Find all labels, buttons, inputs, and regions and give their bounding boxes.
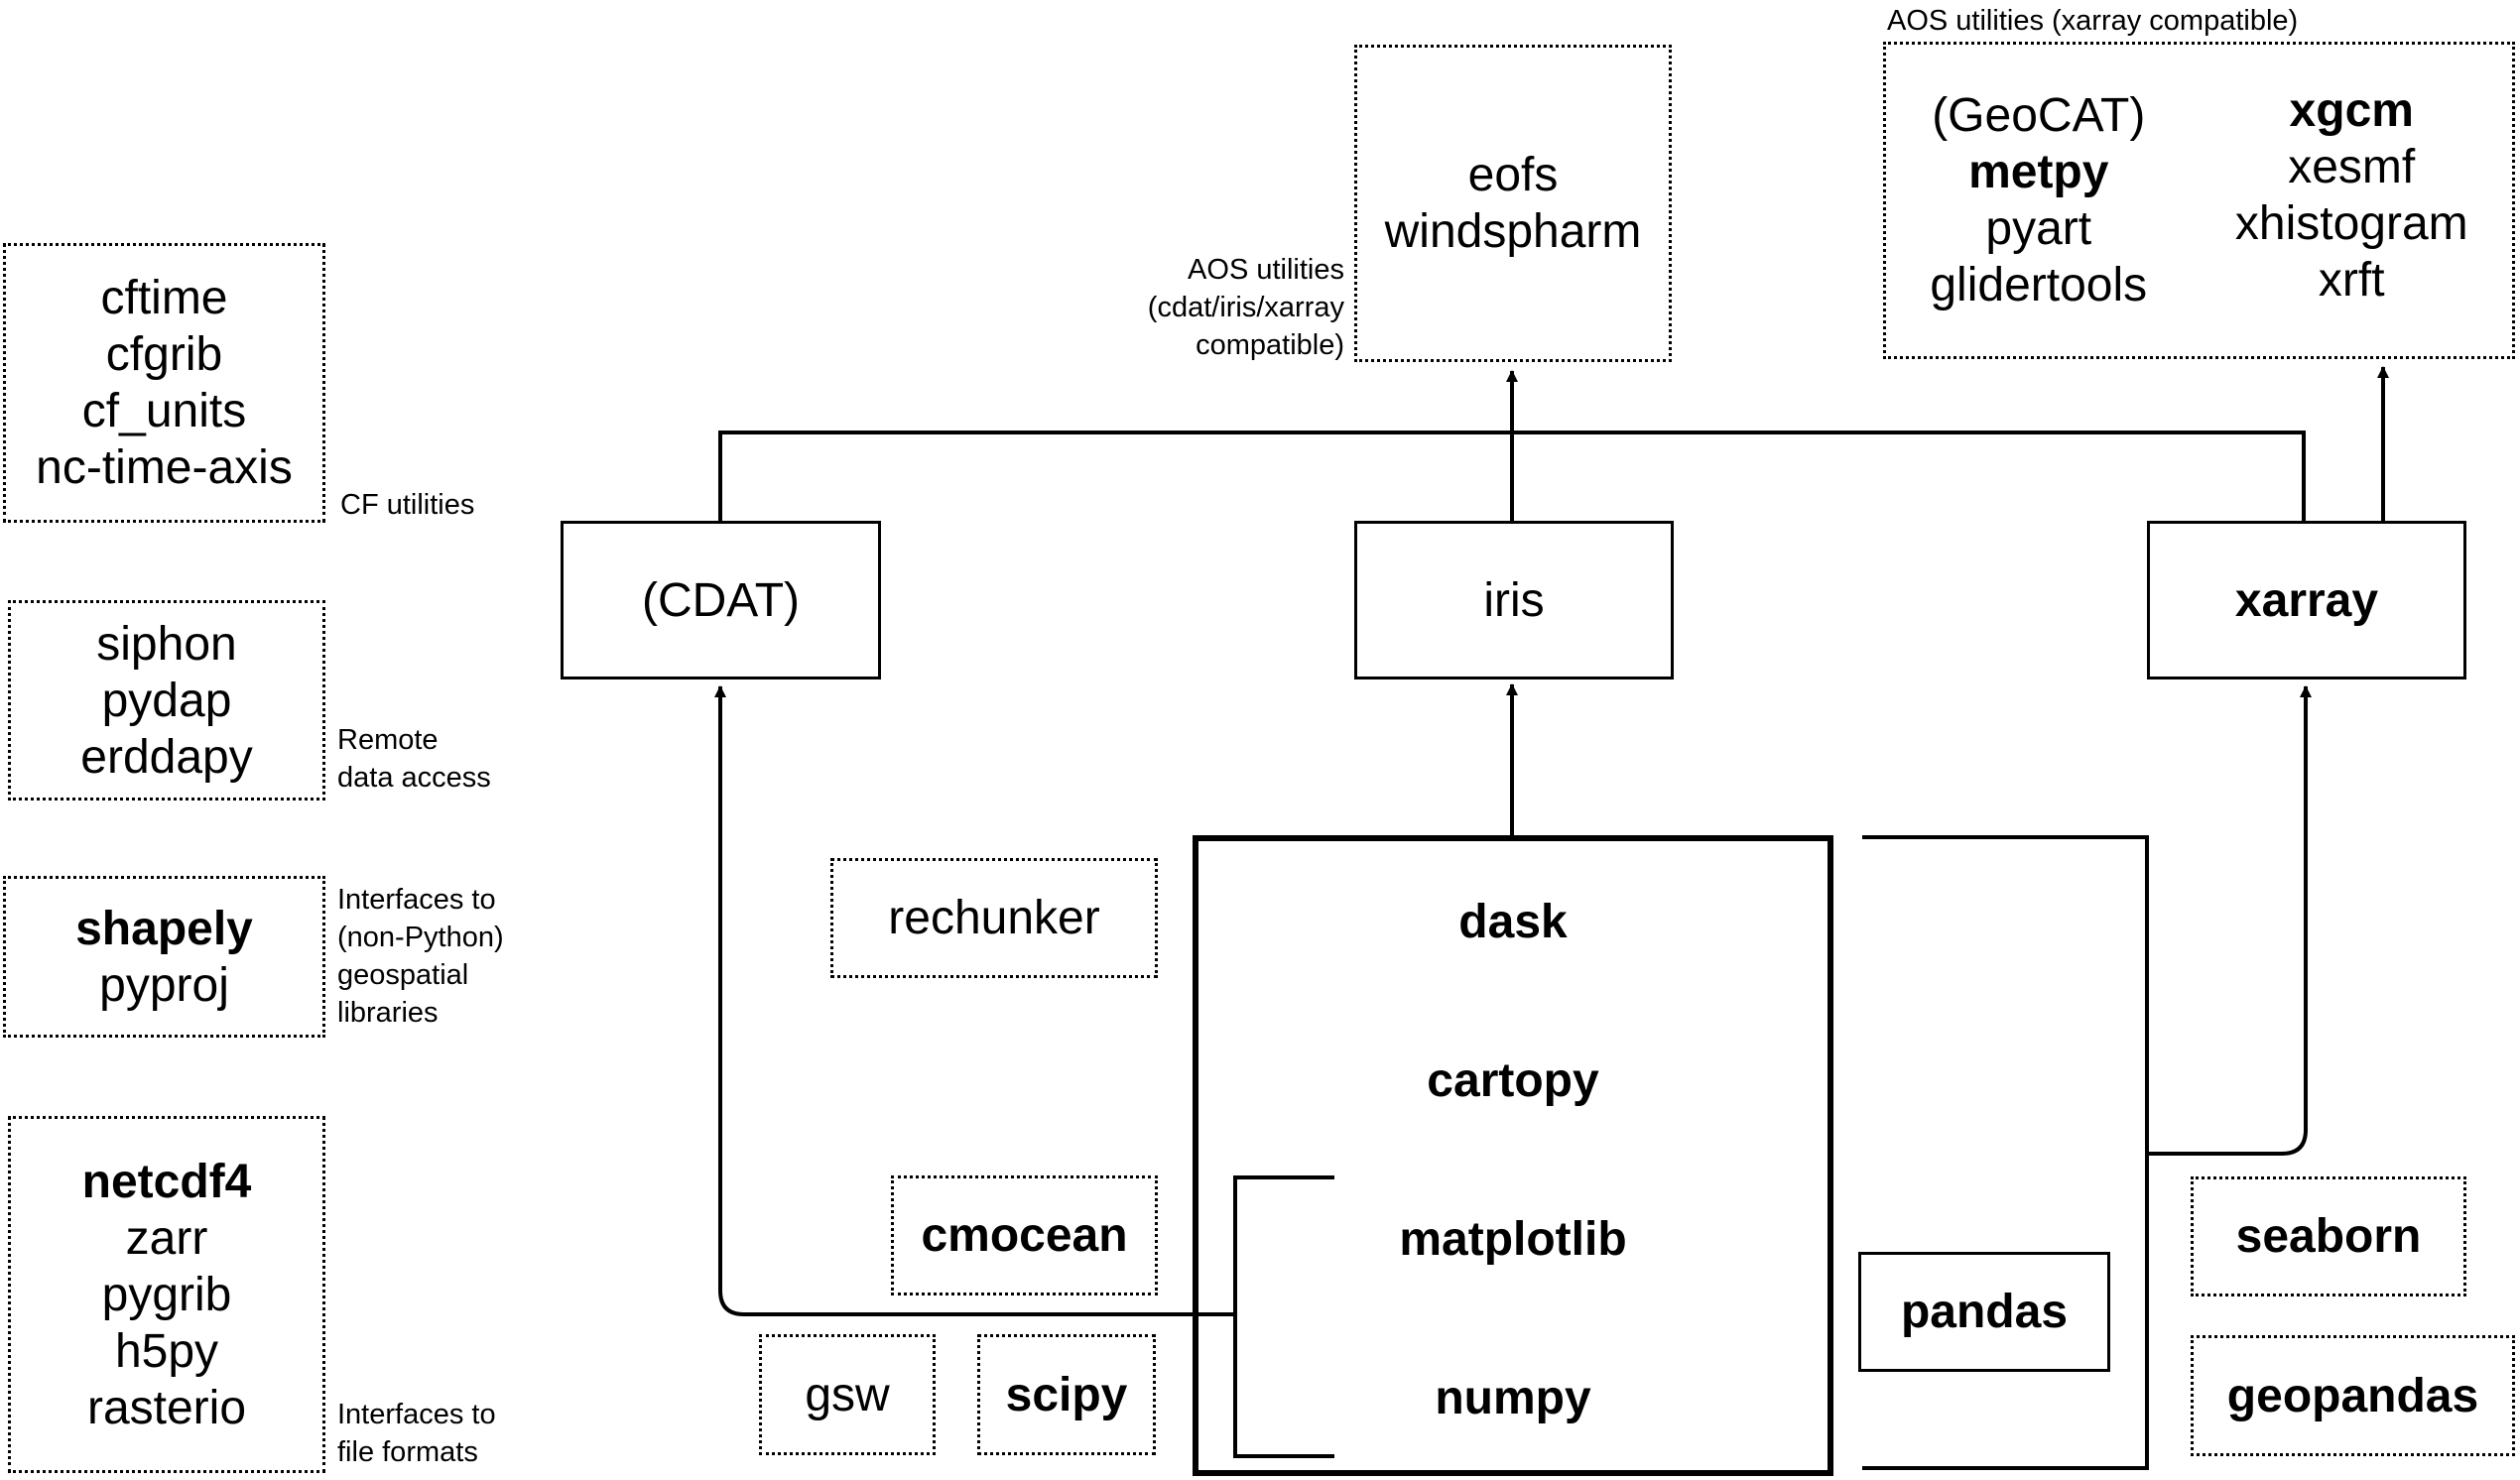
remote-data-box: siphon pydap erddapy xyxy=(8,600,325,801)
file-formats-caption: Interfaces to file formats xyxy=(337,1396,496,1471)
aos-xarray-col-1: (GeoCAT) metpy pyart glidertools xyxy=(1930,87,2147,313)
zarr-label: zarr xyxy=(125,1211,208,1265)
pydap-label: pydap xyxy=(101,674,232,727)
numpy-label: numpy xyxy=(1435,1372,1591,1424)
geo-caption-line-4: libraries xyxy=(337,997,439,1029)
aos-iris-caption-line-1: AOS utilities xyxy=(1188,254,1344,286)
file-formats-box: netcdf4 zarr pygrib h5py rasterio xyxy=(8,1116,325,1473)
eofs-label: eofs xyxy=(1467,149,1559,201)
seaborn-label: seaborn xyxy=(2235,1210,2422,1263)
geospatial-box: shapely pyproj xyxy=(3,876,325,1038)
aos-xarray-col-2: xgcm xesmf xhistogram xrft xyxy=(2235,82,2468,313)
iris-label: iris xyxy=(1483,573,1545,627)
matplotlib-label: matplotlib xyxy=(1399,1213,1627,1266)
xgcm-label: xgcm xyxy=(2289,84,2414,137)
aos-xarray-caption: AOS utilities (xarray compatible) xyxy=(1887,5,2299,37)
geospatial-caption: Interfaces to (non-Python) geospatial li… xyxy=(337,881,504,1032)
geocat-label: (GeoCAT) xyxy=(1932,89,2146,142)
geo-caption-line-1: Interfaces to xyxy=(337,884,496,916)
cf-units-label: cf_units xyxy=(81,385,247,437)
cmocean-label: cmocean xyxy=(921,1209,1128,1262)
aos-iris-box: eofs windspharm xyxy=(1354,45,1672,362)
geopandas-label: geopandas xyxy=(2226,1369,2479,1422)
remote-caption-line-2: data access xyxy=(337,762,491,794)
remote-caption-line-1: Remote xyxy=(337,724,439,756)
aos-iris-caption-line-2: (cdat/iris/xarray xyxy=(1147,292,1344,323)
cartopy-label: cartopy xyxy=(1427,1054,1599,1107)
h5py-label: h5py xyxy=(114,1324,219,1378)
gsw-box: gsw xyxy=(759,1334,936,1455)
cfgrib-label: cfgrib xyxy=(105,328,223,381)
core-stack-box: dask cartopy matplotlib numpy xyxy=(1193,835,1833,1476)
dask-label: dask xyxy=(1458,896,1568,948)
scipy-label: scipy xyxy=(1005,1368,1128,1421)
cdat-box: (CDAT) xyxy=(561,521,881,679)
shapely-label: shapely xyxy=(75,902,253,955)
remote-data-caption: Remote data access xyxy=(337,721,491,797)
right-bracket xyxy=(1862,835,2149,1470)
pandas-label: pandas xyxy=(1900,1286,2069,1338)
glidertools-label: glidertools xyxy=(1930,259,2148,311)
cf-utilities-box: cftime cfgrib cf_units nc-time-axis xyxy=(3,243,325,523)
geo-caption-line-2: (non-Python) xyxy=(337,922,504,953)
siphon-label: siphon xyxy=(96,617,237,671)
arrow-pandas-to-xarray xyxy=(2147,685,2312,1156)
xhistogram-label: xhistogram xyxy=(2234,197,2468,250)
cf-utilities-caption: CF utilities xyxy=(340,489,475,521)
scipy-box: scipy xyxy=(977,1334,1156,1455)
pyart-label: pyart xyxy=(1985,202,2092,255)
core-bracket xyxy=(1233,1175,1334,1458)
arrow-numpy-to-cdat xyxy=(714,685,1237,1316)
geo-caption-line-3: geospatial xyxy=(337,959,469,991)
xrft-label: xrft xyxy=(2318,254,2385,307)
aos-iris-caption: AOS utilities (cdat/iris/xarray compatib… xyxy=(1086,251,1344,364)
aos-iris-caption-line-3: compatible) xyxy=(1196,329,1344,361)
iris-box: iris xyxy=(1354,521,1674,679)
seaborn-box: seaborn xyxy=(2191,1176,2466,1296)
xesmf-label: xesmf xyxy=(2288,141,2416,193)
cftime-label: cftime xyxy=(100,272,228,324)
netcdf4-label: netcdf4 xyxy=(81,1155,252,1208)
cdat-label: (CDAT) xyxy=(641,573,801,627)
erddapy-label: erddapy xyxy=(80,730,253,784)
xarray-label: xarray xyxy=(2234,573,2379,627)
pygrib-label: pygrib xyxy=(101,1268,232,1321)
gsw-label: gsw xyxy=(805,1368,890,1421)
formats-caption-line-2: file formats xyxy=(337,1436,478,1468)
metpy-label: metpy xyxy=(1968,146,2109,198)
xarray-box: xarray xyxy=(2147,521,2466,679)
pyproj-label: pyproj xyxy=(99,958,229,1012)
rasterio-label: rasterio xyxy=(86,1381,247,1434)
formats-caption-line-1: Interfaces to xyxy=(337,1399,496,1430)
rechunker-label: rechunker xyxy=(888,892,1100,944)
aos-xarray-box: (GeoCAT) metpy pyart glidertools xgcm xe… xyxy=(1883,42,2515,359)
windspharm-label: windspharm xyxy=(1384,205,1642,258)
pandas-box: pandas xyxy=(1858,1252,2110,1372)
nc-time-axis-label: nc-time-axis xyxy=(36,441,293,494)
rechunker-box: rechunker xyxy=(830,858,1158,978)
cmocean-box: cmocean xyxy=(891,1175,1158,1295)
geopandas-box: geopandas xyxy=(2191,1335,2515,1456)
